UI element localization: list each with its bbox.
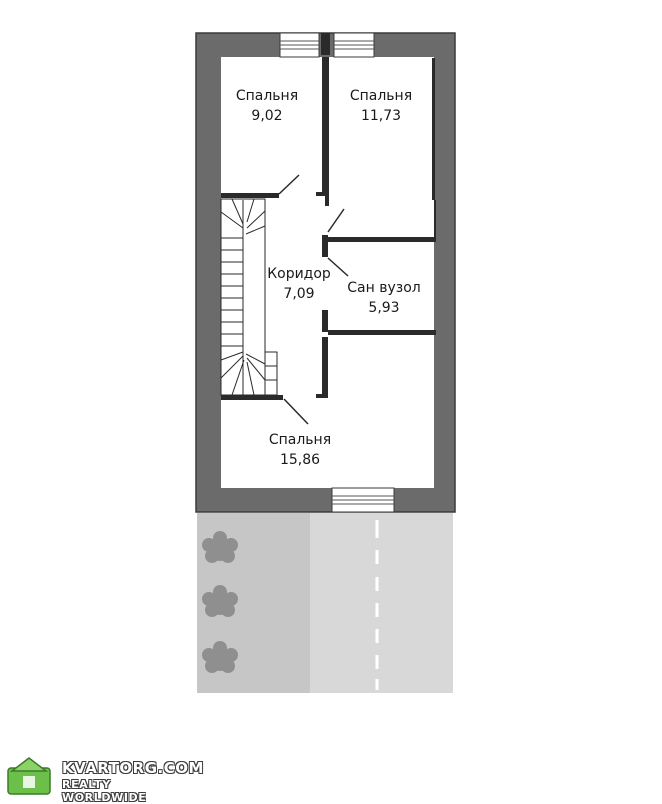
window (331, 487, 395, 513)
house-logo-icon (7, 757, 51, 795)
watermark-tagline: REALTY WORLDWIDE (62, 778, 147, 804)
door-leaf (278, 174, 300, 195)
room-label-bedroom-1: Спальня 9,02 (224, 86, 310, 126)
tree-icon (202, 585, 238, 617)
yard (197, 513, 453, 693)
room-name: Коридор (267, 266, 331, 282)
window (333, 32, 375, 58)
watermark-site: KVARTORG.COM (62, 759, 204, 777)
window (279, 32, 320, 58)
door-leaf (327, 208, 345, 233)
room-area: 5,93 (368, 300, 400, 316)
room-name: Спальня (235, 88, 299, 104)
room-area: 7,09 (283, 286, 315, 302)
room-name: Спальня (268, 432, 332, 448)
door-swings (278, 174, 349, 425)
room-label-bathroom: Сан вузол 5,93 (340, 278, 428, 318)
room-area: 15,86 (279, 452, 321, 468)
interior-walls (221, 33, 436, 400)
room-area: 9,02 (251, 108, 283, 124)
room-label-bedroom-3: Спальня 15,86 (250, 430, 350, 470)
tree-icon (202, 531, 238, 563)
room-name: Спальня (349, 88, 413, 104)
room-area: 11,73 (360, 108, 402, 124)
staircase (220, 198, 278, 396)
door-leaf (327, 257, 349, 277)
watermark: KVARTORG.COM REALTY WORLDWIDE (6, 756, 203, 804)
tree-icon (202, 641, 238, 673)
room-label-bedroom-2: Спальня 11,73 (336, 86, 426, 126)
yard-driveway (310, 513, 453, 693)
room-label-corridor: Коридор 7,09 (262, 264, 336, 304)
room-name: Сан вузол (347, 280, 421, 296)
door-leaf (283, 398, 309, 425)
